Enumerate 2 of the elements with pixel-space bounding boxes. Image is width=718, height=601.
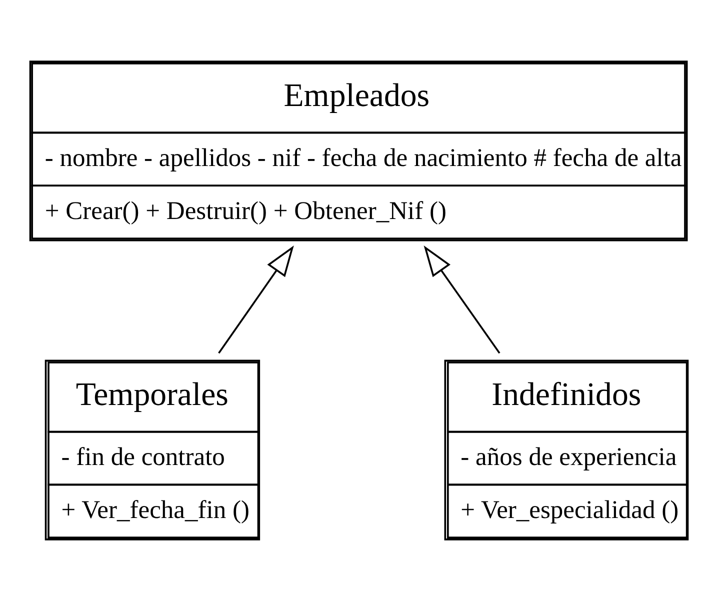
arrow <box>218 245 294 354</box>
arrow <box>424 245 500 354</box>
